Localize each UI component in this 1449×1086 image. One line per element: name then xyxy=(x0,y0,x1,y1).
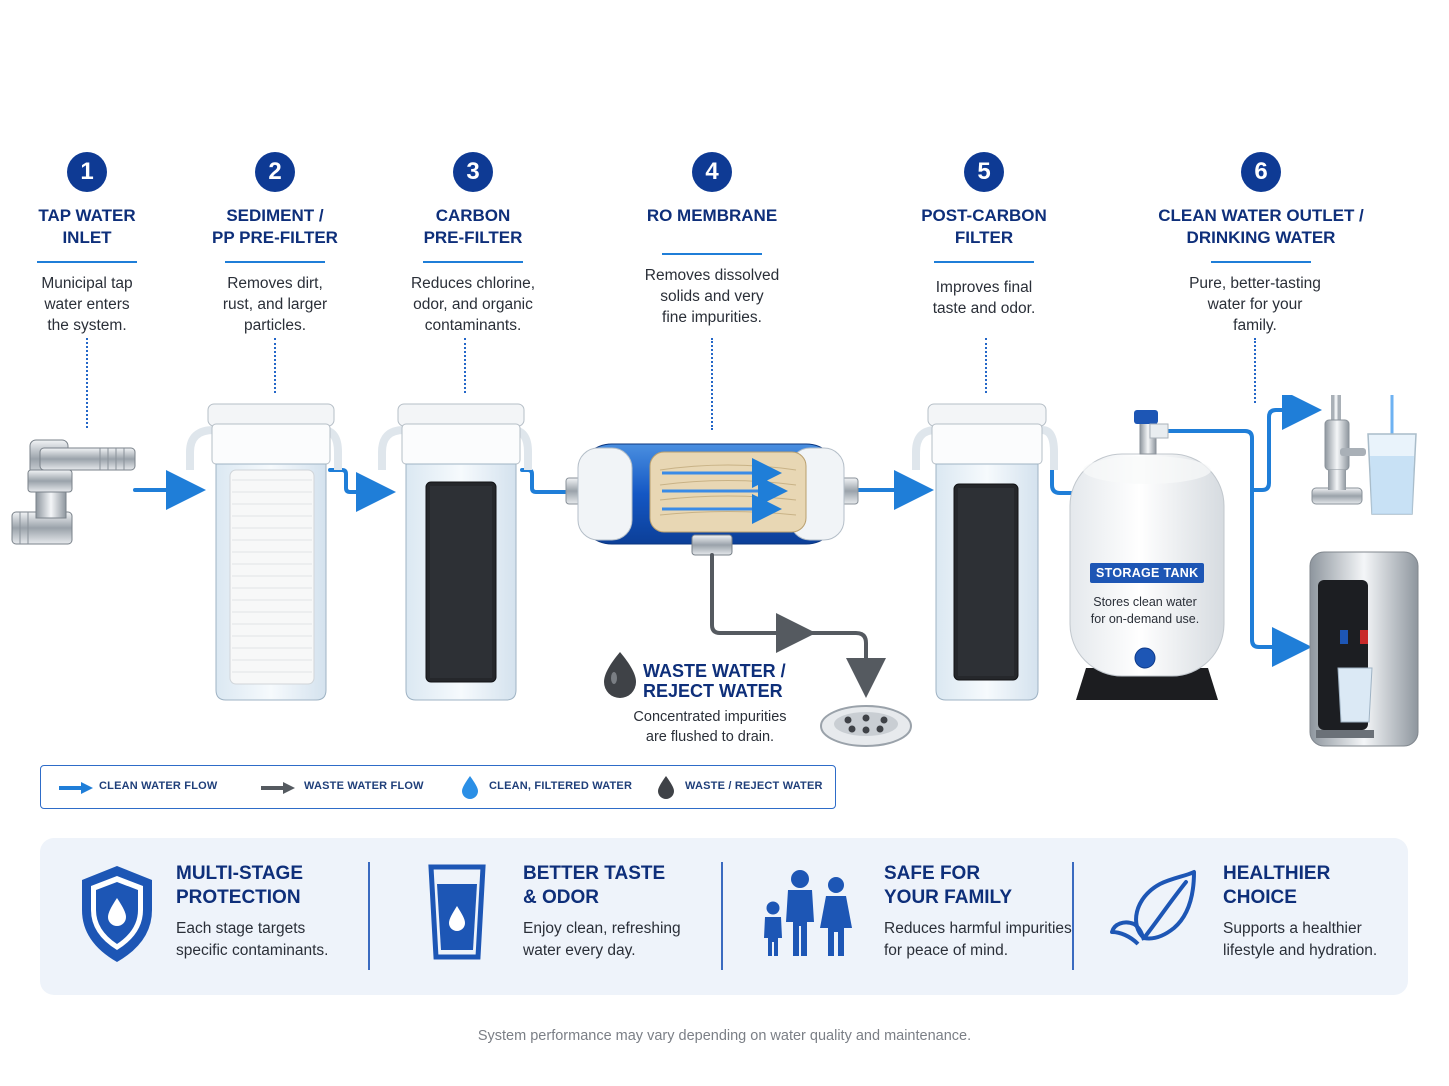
step-description: Reduces chlorine, odor, and organic cont… xyxy=(410,275,536,334)
leaf-icon xyxy=(1110,870,1196,946)
connector-line xyxy=(274,338,276,393)
step-description: Removes dirt, rust, and larger particles… xyxy=(222,275,328,334)
faucet-icon xyxy=(1311,395,1394,505)
drain-icon xyxy=(820,705,912,747)
connector-line xyxy=(86,338,88,428)
step-number: 5 xyxy=(964,152,1004,192)
step-title: TAP WATER INLET xyxy=(38,206,136,247)
footnote: System performance may vary depending on… xyxy=(477,1028,972,1044)
step-title: POST-CARBON FILTER xyxy=(921,206,1047,247)
legend-clean-water: CLEAN, FILTERED WATER xyxy=(489,780,633,792)
step-number: 3 xyxy=(453,152,493,192)
step-description: Improves final taste and odor. xyxy=(932,279,1036,317)
benefit-divider xyxy=(368,862,370,970)
step-1: 1 TAP WATER INLET Municipal tap water en… xyxy=(0,152,202,336)
legend-clean-flow: CLEAN WATER FLOW xyxy=(99,780,218,792)
step-rule xyxy=(1211,261,1311,263)
benefit-divider xyxy=(1072,862,1074,970)
step-4: 4 RO MEMBRANE Removes dissolved solids a… xyxy=(597,152,827,328)
benefit-divider xyxy=(721,862,723,970)
glass-icon xyxy=(1367,433,1417,515)
storage-tank-label: STORAGE TANK xyxy=(1090,563,1205,583)
waste-water-title: WASTE WATER / REJECT WATER xyxy=(643,661,786,701)
step-rule xyxy=(225,261,325,263)
storage-tank xyxy=(1069,410,1225,700)
shield-drop-icon xyxy=(82,866,152,962)
step-description: Pure, better-tasting water for your fami… xyxy=(1189,275,1321,334)
connector-line xyxy=(985,338,987,393)
step-rule xyxy=(37,261,137,263)
sediment-filter-housing xyxy=(186,403,342,701)
step-rule xyxy=(662,253,762,255)
waste-water-description: Concentrated impurities are flushed to d… xyxy=(633,709,787,745)
ro-membrane-housing xyxy=(565,443,859,556)
step-rule xyxy=(934,261,1034,263)
step-title: CARBON PRE-FILTER xyxy=(423,206,523,247)
step-number: 6 xyxy=(1241,152,1281,192)
connector-line xyxy=(1254,338,1256,403)
family-icon xyxy=(764,870,852,956)
legend-waste-water: WASTE / REJECT WATER xyxy=(685,780,823,792)
step-6: 6 CLEAN WATER OUTLET / DRINKING WATER Pu… xyxy=(1136,152,1386,336)
step-description: Municipal tap water enters the system. xyxy=(41,275,133,334)
waste-flow-pipe xyxy=(710,553,886,698)
connector-line xyxy=(464,338,466,393)
step-5: 5 POST-CARBON FILTER Improves final tast… xyxy=(869,152,1099,319)
step-number: 1 xyxy=(67,152,107,192)
legend: CLEAN WATER FLOW WASTE WATER FLOW CLEAN,… xyxy=(40,765,836,809)
step-number: 2 xyxy=(255,152,295,192)
connector-line xyxy=(711,338,713,430)
post-carbon-filter-housing xyxy=(912,403,1058,701)
step-title: RO MEMBRANE xyxy=(646,206,778,225)
storage-tank-description: Stores clean water for on-demand use. xyxy=(1090,595,1200,626)
step-2: 2 SEDIMENT / PP PRE-FILTER Removes dirt,… xyxy=(160,152,390,336)
water-dispenser-icon xyxy=(1309,551,1419,747)
legend-waste-flow: WASTE WATER FLOW xyxy=(304,780,424,792)
ro-system-illustration xyxy=(11,395,1419,747)
step-number: 4 xyxy=(692,152,732,192)
step-description: Removes dissolved solids and very fine i… xyxy=(644,267,780,326)
clean-flow-arrow-icon xyxy=(59,782,93,794)
clean-flow-pipes xyxy=(133,395,1322,667)
step-title: SEDIMENT / PP PRE-FILTER xyxy=(212,206,338,247)
step-3: 3 CARBON PRE-FILTER Reduces chlorine, od… xyxy=(358,152,588,336)
benefit-taste-odor: BETTER TASTE& ODOR Enjoy clean, refreshi… xyxy=(523,863,681,959)
clean-drop-icon xyxy=(462,776,478,799)
waste-drop-legend-icon xyxy=(658,776,674,799)
inlet-valve-icon xyxy=(11,439,136,545)
step-title: CLEAN WATER OUTLET / DRINKING WATER xyxy=(1158,206,1364,247)
waste-drop-icon xyxy=(604,652,636,698)
step-rule xyxy=(423,261,523,263)
waste-flow-arrow-icon xyxy=(261,782,295,794)
glass-drop-icon xyxy=(428,864,486,960)
carbon-filter-housing xyxy=(378,403,532,701)
